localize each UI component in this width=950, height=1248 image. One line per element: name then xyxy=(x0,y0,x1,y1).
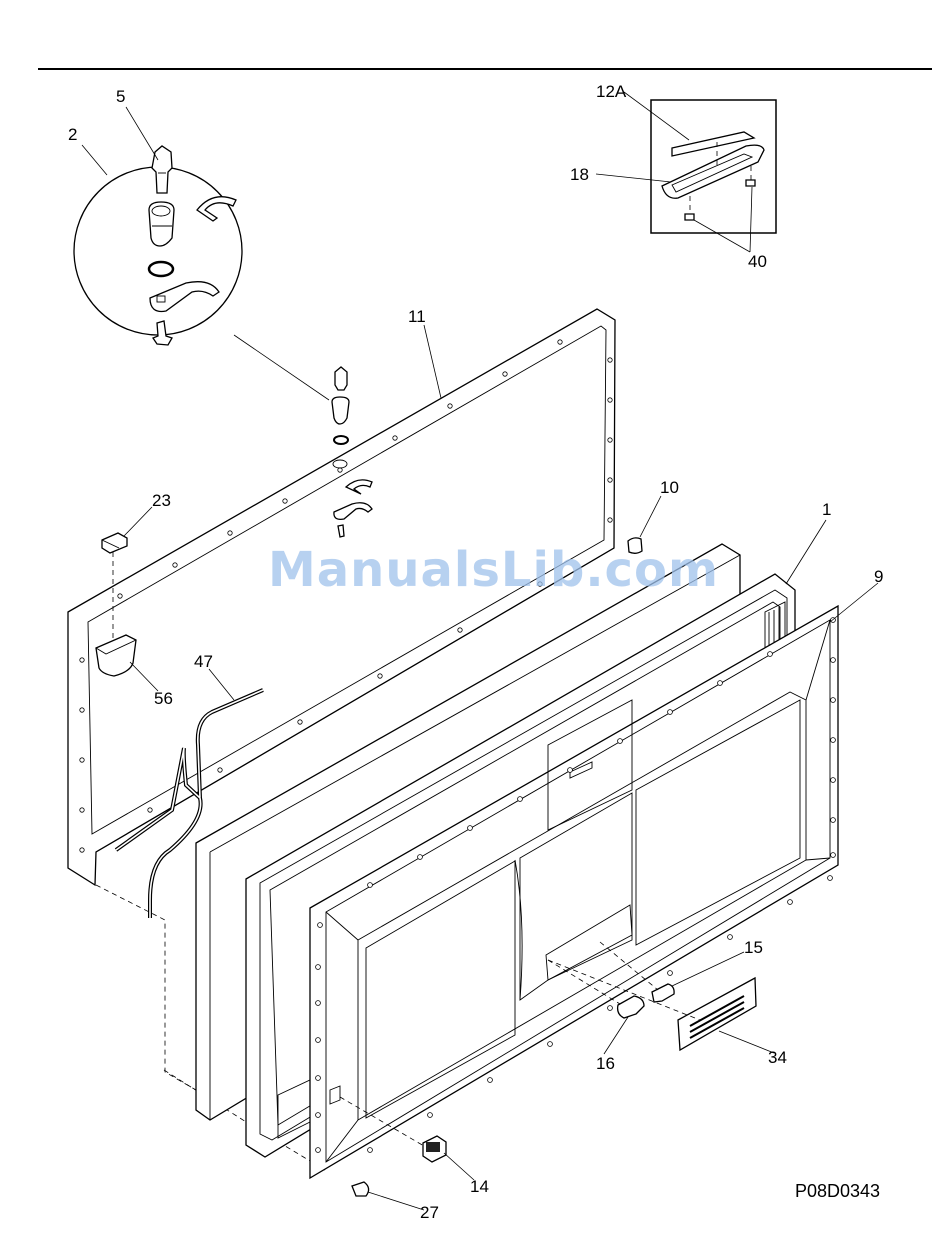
callout-56: 56 xyxy=(154,689,173,708)
callout-14: 14 xyxy=(470,1177,489,1196)
lamp-shield-part-34 xyxy=(678,978,756,1050)
callout-16: 16 xyxy=(596,1054,615,1073)
callout-18: 18 xyxy=(570,165,589,184)
callout-12a: 12A xyxy=(596,82,627,101)
callout-40: 40 xyxy=(748,252,767,271)
callout-23: 23 xyxy=(152,491,171,510)
detail-leader xyxy=(234,335,329,400)
watermark: ManualsLib.com xyxy=(268,542,719,598)
handle-inset-box xyxy=(651,100,776,233)
callout-2: 2 xyxy=(68,125,77,144)
alignment-lines xyxy=(96,885,196,1090)
callout-11: 11 xyxy=(408,307,426,326)
callout-5: 5 xyxy=(116,87,125,106)
callout-1: 1 xyxy=(822,500,831,519)
callout-15: 15 xyxy=(744,938,763,957)
screw-part-27 xyxy=(352,1182,369,1196)
switch-part-14 xyxy=(423,1136,446,1162)
figure-code: P08D0343 xyxy=(795,1181,880,1201)
lock-detail-inset xyxy=(74,146,242,345)
callout-47: 47 xyxy=(194,652,213,671)
callout-34: 34 xyxy=(768,1048,787,1067)
callout-10: 10 xyxy=(660,478,679,497)
callout-9: 9 xyxy=(874,567,883,586)
callout-27: 27 xyxy=(420,1203,439,1222)
